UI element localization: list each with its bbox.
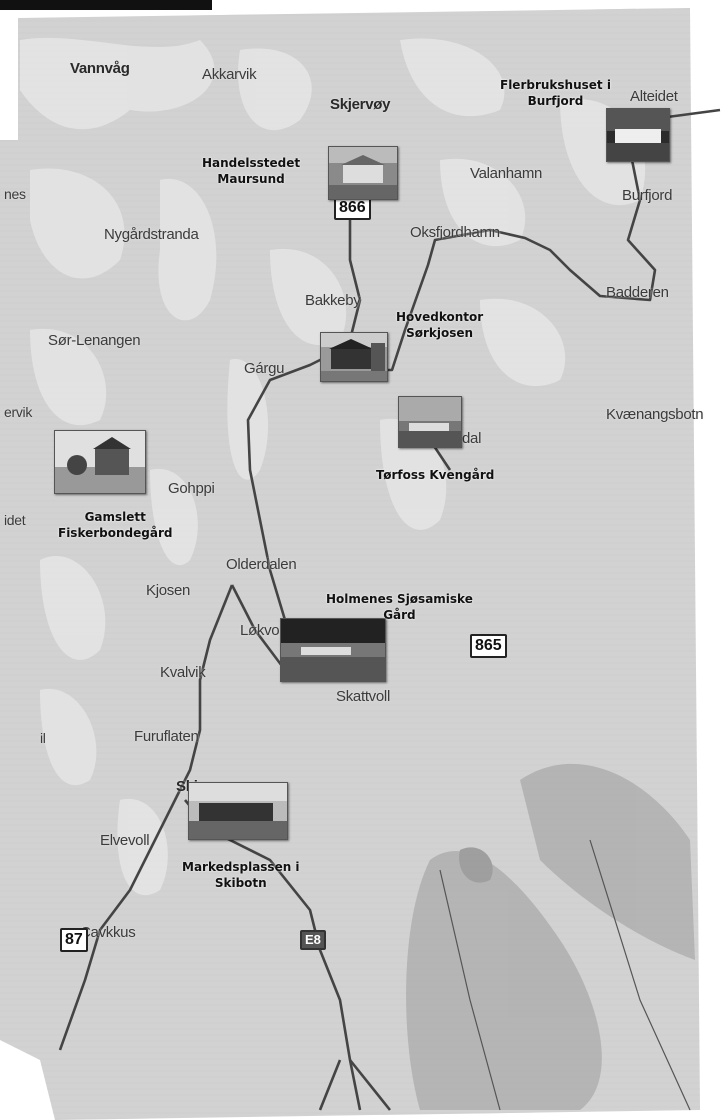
place-label-alteidet: Alteidet [630,88,678,105]
route-shield-865: 865 [470,634,507,658]
place-label-skattvoll: Skattvoll [336,688,390,705]
place-label-cavkkus: Cavkkus [80,924,136,941]
place-label-akkarvik: Akkarvik [202,66,257,83]
place-label-bakkeby: Bakkeby [305,292,361,309]
place-label-badderen: Badderen [606,284,669,301]
place-label-idet: idet [4,512,26,528]
poi-photo-gamslett[interactable] [54,430,146,494]
top-dark-bar [0,0,212,10]
place-label-vannvag: Vannvåg [70,60,130,77]
poi-label-holmenes[interactable]: Holmenes Sjøsamiske Gård [326,592,473,622]
place-label-oksfjordhamn: Oksfjordhamn [410,224,500,241]
place-label-sor-lenangen: Sør-Lenangen [48,332,141,349]
poi-photo-maursund[interactable] [328,146,398,200]
terrain-areas [406,763,695,1110]
place-label-kjosen: Kjosen [146,582,191,599]
place-label-il: il [40,730,46,746]
poi-label-maursund[interactable]: Handelsstedet Maursund [202,156,301,186]
place-label-kvaenangsbotn: Kvænangsbotn [606,406,704,423]
place-label-elvevoll: Elvevoll [100,832,150,849]
route-shield-87: 87 [60,928,88,952]
place-label-valanhamn: Valanhamn [470,165,543,182]
boundaries [439,839,691,1111]
poi-label-burfjord[interactable]: Flerbrukshuset i Burfjord [500,78,611,108]
place-label-nes: nes [4,186,26,202]
place-label-burfjord: Burfjord [622,187,673,204]
poi-photo-sorkjosen[interactable] [320,332,388,382]
place-label-furuflaten: Furuflaten [134,728,199,745]
place-label-ervik: ervik [4,404,33,420]
place-label-lokvoll: Løkvo [240,622,280,639]
poi-label-skibotn[interactable]: Markedsplassen i Skibotn [182,860,300,890]
poi-photo-holmenes[interactable] [280,618,386,682]
place-label-kvalvik: Kvalvik [160,664,206,681]
poi-label-sorkjosen[interactable]: Hovedkontor Sørkjosen [396,310,484,340]
place-label-skjervoy: Skjervøy [330,96,391,113]
place-label-nygardstranda: Nygårdstranda [104,226,199,243]
place-label-gohppi: Gohppi [168,480,215,497]
place-label-gargu: Gárgu [244,360,285,377]
place-label-dal: dal [462,430,482,447]
place-label-olderdalen: Olderdalen [226,556,297,573]
poi-photo-skibotn[interactable] [188,782,288,840]
poi-label-torfoss[interactable]: Tørfoss Kvengård [376,468,495,482]
poi-label-gamslett[interactable]: Gamslett Fiskerbondegård [58,510,173,540]
route-shield-e8: E8 [300,930,326,950]
poi-photo-burfjord[interactable] [606,108,670,162]
poi-photo-torfoss[interactable] [398,396,462,448]
